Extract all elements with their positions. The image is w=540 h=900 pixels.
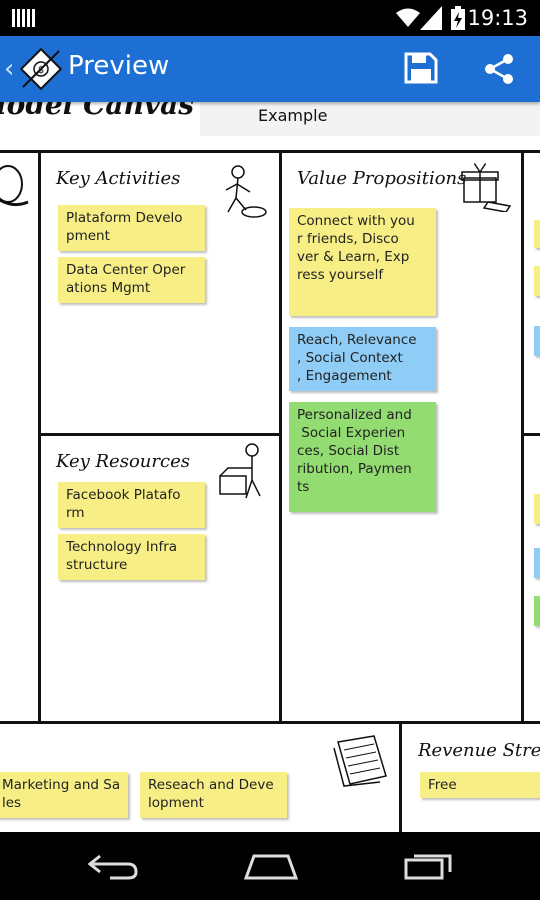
grid-line-top	[0, 150, 540, 153]
notification-bars-icon	[12, 9, 36, 27]
note-cost-structure[interactable]: Marketing and Sa les	[0, 772, 128, 818]
save-icon[interactable]	[404, 52, 438, 84]
section-value-propositions: Value Propositions	[297, 168, 467, 189]
grid-line-cost-revenue	[399, 721, 402, 832]
value-propositions-gift-icon	[461, 163, 512, 212]
canvas-name-box: Example	[200, 102, 540, 136]
note-cost-structure[interactable]: Reseach and Deve lopment	[140, 772, 287, 818]
note-text: Plataform Develo pment	[66, 210, 183, 244]
note-revenue-stream[interactable]: Free	[420, 772, 540, 798]
page-title: Preview	[68, 51, 170, 81]
key-resources-sketch-icon	[219, 443, 261, 499]
grid-line-bottom	[0, 721, 540, 724]
note-text: Marketing and Sa les	[2, 777, 121, 811]
recent-apps-nav-icon[interactable]	[404, 850, 454, 880]
note-key-activity[interactable]: Plataform Develo pment	[58, 205, 205, 251]
svg-text:$: $	[38, 65, 44, 76]
note-value-proposition[interactable]: Connect with you r friends, Disco ver & …	[289, 208, 436, 316]
note-key-resource[interactable]: Facebook Platafo rm	[58, 482, 205, 528]
section-key-resources: Key Resources	[56, 451, 190, 472]
grid-line-mid-right	[521, 433, 540, 436]
note-text: Facebook Platafo rm	[66, 487, 181, 521]
key-partners-sketch-icon	[0, 165, 29, 207]
battery-charging-icon	[451, 6, 465, 30]
back-nav-icon[interactable]	[88, 852, 138, 880]
grid-line-mid	[38, 433, 281, 436]
note-text: Reseach and Deve lopment	[148, 777, 274, 811]
navigation-bar	[0, 832, 540, 900]
note-value-proposition[interactable]: Personalized and Social Experien ces, So…	[289, 402, 436, 512]
note-text: Free	[428, 777, 457, 793]
grid-line-col3	[521, 150, 524, 724]
action-bar: ‹ $ Preview	[0, 36, 540, 102]
home-nav-icon[interactable]	[244, 852, 298, 880]
canvas-header: lodel Canvas Example	[0, 102, 540, 136]
business-model-canvas[interactable]: lodel Canvas Example Key Activities Plat…	[0, 102, 540, 832]
note-partial[interactable]	[534, 548, 540, 578]
status-bar: 19:13	[0, 0, 540, 36]
note-partial[interactable]	[534, 494, 540, 524]
note-partial[interactable]	[534, 220, 540, 248]
back-chevron-icon[interactable]: ‹	[4, 54, 15, 84]
key-activities-sketch-icon	[225, 165, 267, 218]
grid-line-col1	[38, 150, 41, 724]
note-value-proposition[interactable]: Reach, Relevance , Social Context , Enga…	[289, 327, 436, 391]
section-revenue-streams: Revenue Stream	[418, 740, 540, 761]
signal-icon	[420, 6, 442, 30]
note-text: Reach, Relevance , Social Context , Enga…	[297, 332, 417, 384]
grid-line-col2	[279, 150, 282, 724]
canvas-title: lodel Canvas	[0, 102, 195, 121]
note-text: Technology Infra structure	[66, 539, 178, 573]
note-text: Personalized and Social Experien ces, So…	[297, 407, 412, 495]
note-partial[interactable]	[534, 266, 540, 296]
share-icon[interactable]	[484, 54, 514, 84]
clock-time: 19:13	[467, 6, 528, 30]
app-logo-icon[interactable]: $	[18, 46, 64, 92]
note-partial[interactable]	[534, 596, 540, 626]
note-partial[interactable]	[534, 326, 540, 356]
canvas-name: Example	[258, 106, 328, 125]
section-key-activities: Key Activities	[56, 168, 181, 189]
note-key-resource[interactable]: Technology Infra structure	[58, 534, 205, 580]
note-key-activity[interactable]: Data Center Oper ations Mgmt	[58, 257, 205, 303]
note-text: Connect with you r friends, Disco ver & …	[297, 213, 415, 283]
cost-structure-receipt-icon	[333, 735, 387, 787]
note-text: Data Center Oper ations Mgmt	[66, 262, 186, 296]
wifi-icon	[396, 8, 420, 27]
